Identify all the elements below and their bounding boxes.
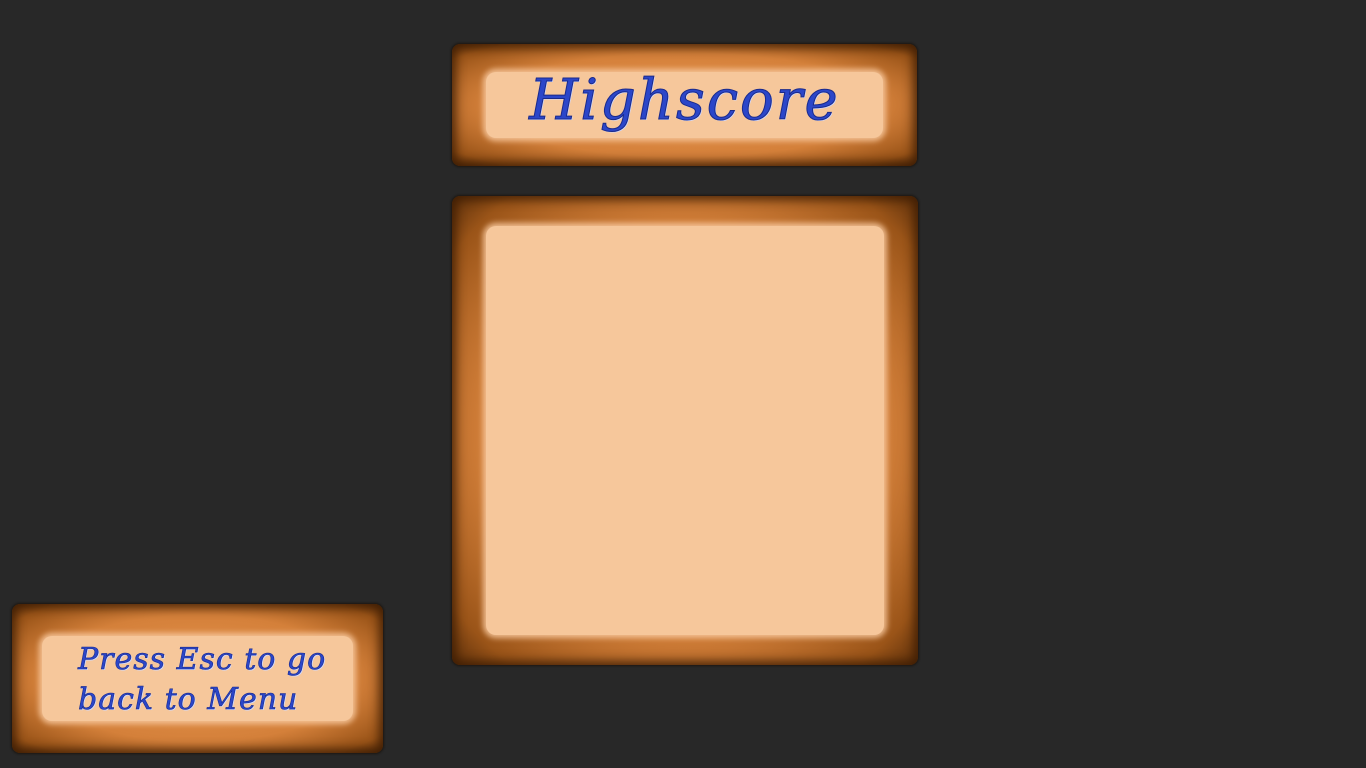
back-to-menu-hint-inner bbox=[42, 636, 353, 721]
hint-line-2: back to Menu bbox=[78, 682, 299, 718]
hint-line-1: Press Esc to go bbox=[78, 642, 327, 678]
back-to-menu-hint: Press Esc to go back to Menu bbox=[78, 640, 348, 720]
page-title: Highscore bbox=[529, 68, 840, 134]
highscore-list bbox=[486, 226, 884, 635]
title-panel: Highscore bbox=[452, 44, 917, 166]
highscore-list-panel bbox=[452, 196, 918, 665]
title-panel-inner bbox=[486, 72, 883, 138]
highscore-list-inner bbox=[486, 226, 884, 635]
back-to-menu-hint-panel: Press Esc to go back to Menu bbox=[12, 604, 383, 753]
